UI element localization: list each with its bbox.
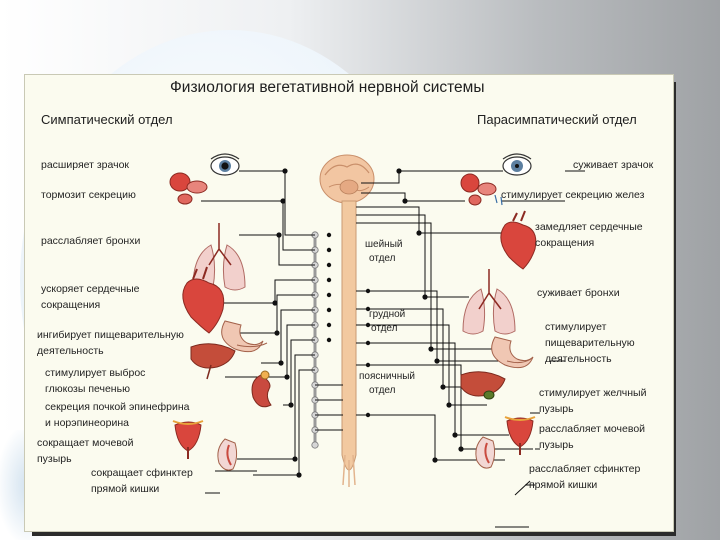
- parasympathetic-effect: суживает бронхи: [537, 287, 620, 299]
- left-kidney-icon: [251, 370, 272, 408]
- sympathetic-lines: [201, 170, 343, 476]
- parasympathetic-effect: стимулирует секрецию желез: [501, 189, 645, 201]
- sympathetic-effect: стимулирует выброс: [45, 367, 146, 379]
- sympathetic-effect: и норэпинеорина: [45, 417, 129, 429]
- parasympathetic-lines: [356, 170, 533, 461]
- parasympathetic-effect: расслабляет мочевой: [539, 423, 646, 435]
- parasympathetic-effect: пузырь: [539, 403, 574, 415]
- diagram-graphics: [169, 153, 585, 528]
- sympathetic-effect: сокращает мочевой: [37, 437, 134, 449]
- sympathetic-effect: тормозит секрецию: [41, 189, 136, 201]
- sympathetic-effect: прямой кишки: [91, 483, 160, 495]
- right-eye-icon: [502, 153, 532, 176]
- sympathetic-effect: расслабляет бронхи: [41, 235, 141, 247]
- spine-label-cervical: шейный: [365, 239, 403, 250]
- cord-dots: [326, 232, 371, 418]
- right-lungs-icon: [462, 269, 516, 335]
- left-glands-icon: [169, 172, 208, 205]
- parasympathetic-effect: пузырь: [539, 439, 574, 451]
- sympathetic-effect: сокращает сфинктер: [91, 467, 193, 479]
- parasympathetic-effect: сокращения: [535, 237, 595, 249]
- right-heart-icon: [500, 210, 537, 270]
- parasympathetic-effect: расслабляет сфинктер: [529, 463, 641, 475]
- sympathetic-effect: секреция почкой эпинефрина: [45, 401, 190, 413]
- sympathetic-heading: Симпатический отдел: [41, 112, 173, 127]
- left-rectum-icon: [217, 438, 238, 471]
- left-stomach-icon: [221, 320, 268, 353]
- parasympathetic-dots: [396, 168, 464, 463]
- right-liver-icon: [460, 371, 506, 400]
- diagram-panel: Физиология вегетативной нервной системы …: [24, 74, 674, 532]
- sympathetic-effect: пузырь: [37, 453, 72, 465]
- right-glands-icon: [460, 173, 503, 206]
- sympathetic-effect: деятельность: [37, 345, 104, 357]
- parasympathetic-effect: деятельность: [545, 353, 612, 365]
- left-liver-icon: [190, 343, 236, 380]
- diagram-title: Физиология вегетативной нервной системы: [170, 79, 485, 96]
- right-rectum-icon: [475, 436, 496, 469]
- sympathetic-effect: ингибирует пищеварительную: [37, 329, 184, 341]
- sympathetic-dots: [272, 168, 302, 478]
- sympathetic-effect: глюкозы печенью: [45, 383, 130, 395]
- right-stomach-icon: [491, 336, 534, 369]
- parasympathetic-heading: Парасимпатический отдел: [477, 112, 637, 127]
- parasympathetic-effect: стимулирует: [545, 321, 607, 333]
- left-eye-icon: [210, 153, 240, 176]
- left-heart-icon: [182, 266, 225, 334]
- parasympathetic-effect: стимулирует желчный: [539, 387, 647, 399]
- spine-label-thoracic: грудной: [369, 309, 406, 320]
- parasympathetic-effect: пищеварительную: [545, 337, 635, 349]
- parasympathetic-effect: суживает зрачок: [573, 159, 654, 171]
- spine-label-thoracic-2: отдел: [371, 323, 398, 334]
- spine-label-cervical-2: отдел: [369, 253, 396, 264]
- sympathetic-effect: ускоряет сердечные: [41, 283, 140, 295]
- spine-label-lumbar: поясничный: [359, 371, 416, 382]
- right-bladder-icon: [504, 416, 536, 455]
- parasympathetic-effect: прямой кишки: [529, 479, 598, 491]
- parasympathetic-effect: замедляет сердечные: [535, 221, 643, 233]
- sympathetic-effect: сокращения: [41, 299, 101, 311]
- left-bladder-icon: [172, 420, 204, 459]
- spine-label-lumbar-2: отдел: [369, 385, 396, 396]
- sympathetic-effect: расширяет зрачок: [41, 159, 130, 171]
- spine: [311, 154, 375, 487]
- pointer-lines: [205, 170, 585, 528]
